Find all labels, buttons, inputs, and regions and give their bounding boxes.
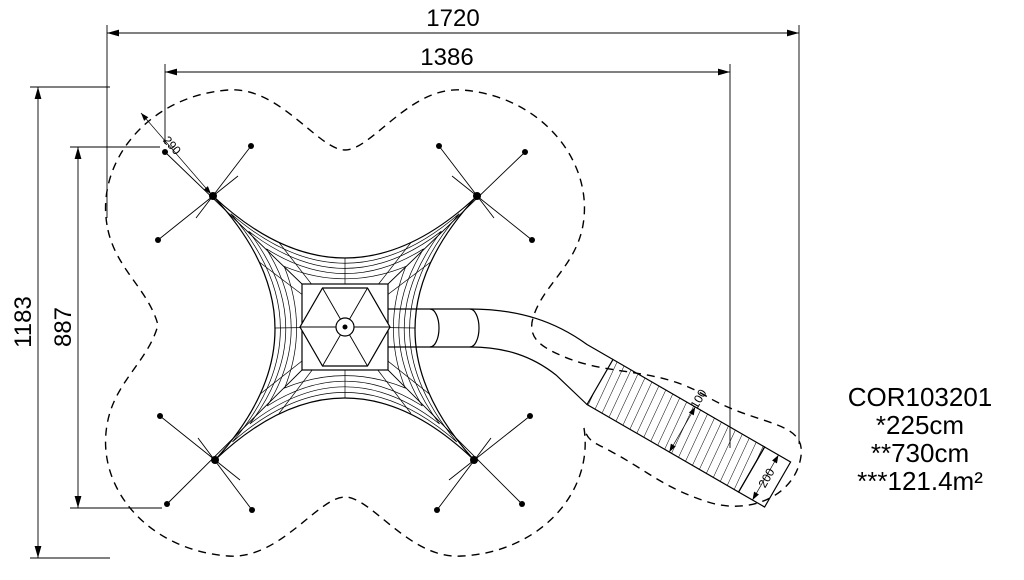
- dimension-equipment-depth: 887: [50, 146, 162, 509]
- note-height: *225cm: [876, 410, 964, 440]
- anchor-ropes: [157, 145, 533, 511]
- note-area: ***121.4m²: [857, 466, 983, 496]
- dimension-anchor-offset: 290: [140, 112, 212, 195]
- slide-end-section: [737, 446, 792, 508]
- slide-bed-hatched: [586, 358, 766, 493]
- slide-tube: [388, 308, 614, 405]
- dimension-equipment-width: 1386: [164, 44, 731, 448]
- overall-depth-label: 1183: [10, 296, 37, 348]
- dimension-overall-depth: 1183: [10, 86, 110, 559]
- legend: COR103201 *225cm **730cm ***121.4m²: [848, 382, 993, 496]
- safety-zone-outline: [104, 89, 802, 557]
- overall-width-label: 1720: [426, 5, 479, 32]
- equipment-depth-label: 887: [50, 307, 77, 347]
- central-platform: [299, 283, 391, 371]
- equipment-width-label: 1386: [420, 44, 473, 71]
- note-length: **730cm: [871, 438, 969, 468]
- slide-end-label: 200: [755, 466, 777, 491]
- product-code: COR103201: [848, 382, 993, 412]
- dimension-overall-width: 1720: [106, 5, 800, 444]
